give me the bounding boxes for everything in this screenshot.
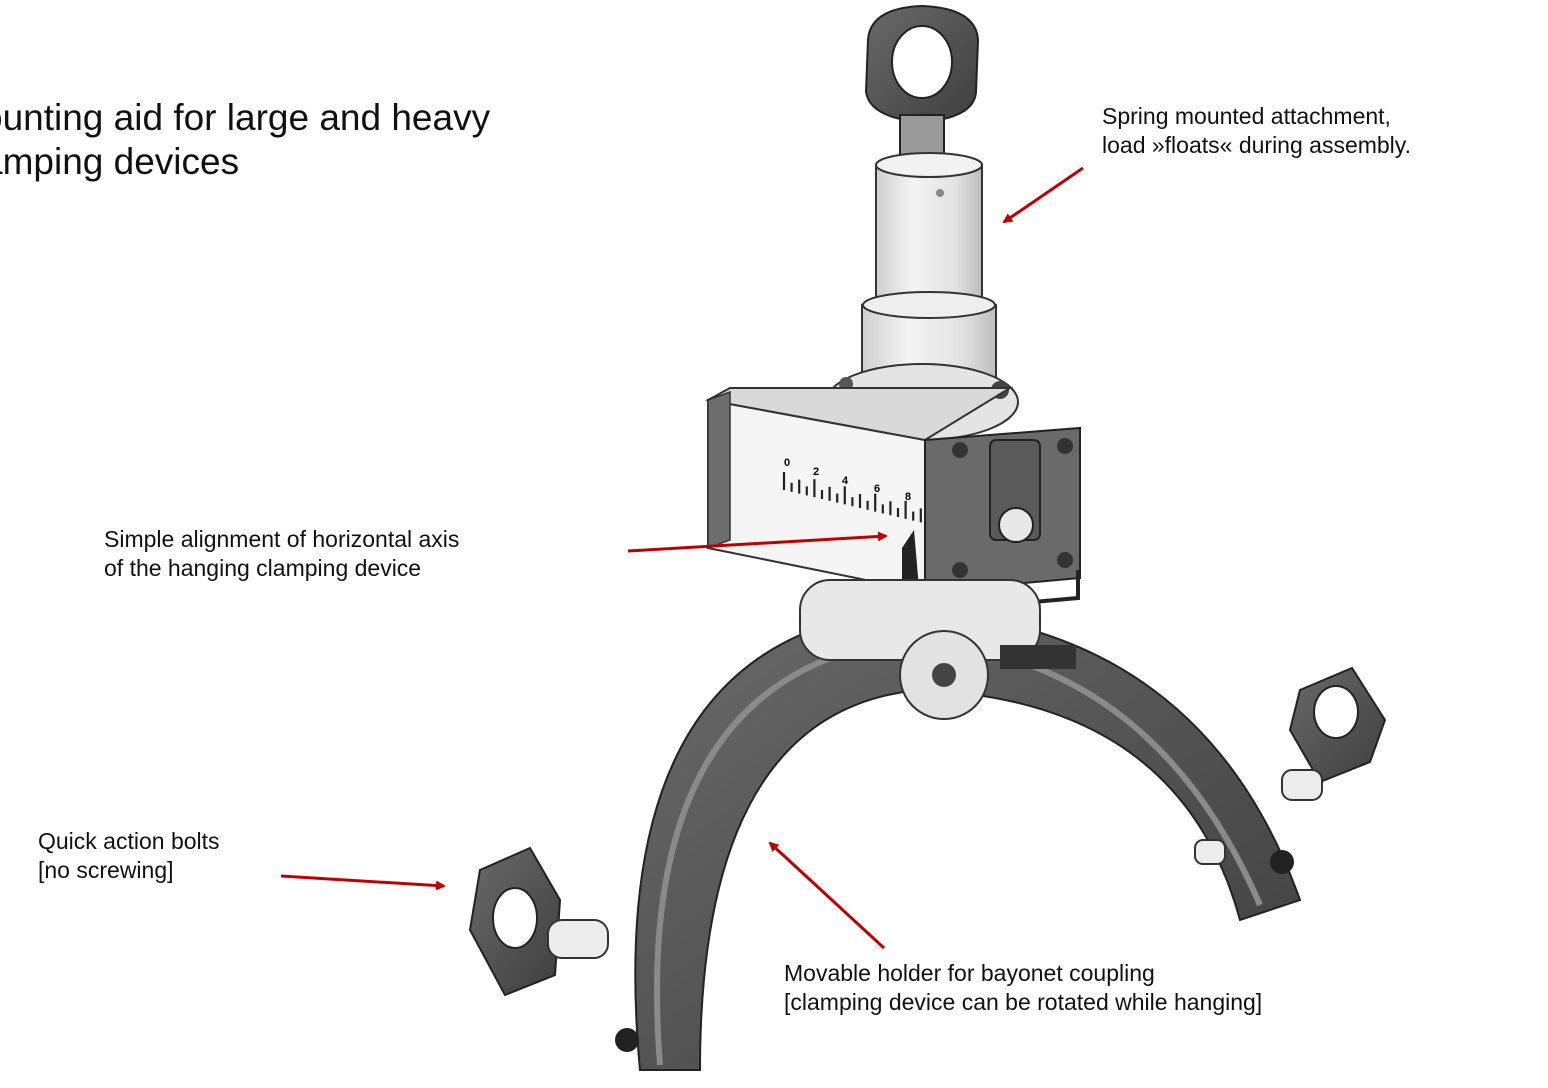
- callout-spring-attachment: Spring mounted attachment, load »floats«…: [1102, 102, 1411, 160]
- scale-label-8: 8: [905, 491, 911, 503]
- callout-alignment-line-1: Simple alignment of horizontal axis: [104, 526, 460, 552]
- callout-spring-line-1: Spring mounted attachment,: [1102, 103, 1391, 129]
- arrow-alignment: [627, 531, 888, 553]
- scale-label-4: 4: [842, 475, 849, 487]
- lifting-eye: [864, 4, 980, 156]
- quick-action-bolt-right: [1194, 666, 1387, 865]
- callout-bolts-line-2: [no screwing]: [38, 857, 174, 883]
- callout-spring-line-2: load »floats« during assembly.: [1102, 132, 1411, 158]
- callout-holder-line-2: [clamping device can be rotated while ha…: [784, 989, 1263, 1015]
- callout-holder-line-1: Movable holder for bayonet coupling: [784, 960, 1155, 986]
- alignment-block: [705, 387, 1081, 594]
- callout-movable-holder: Movable holder for bayonet coupling [cla…: [784, 959, 1262, 1017]
- arrow-bolts: [280, 874, 446, 891]
- title-line-2: amping devices: [0, 141, 240, 182]
- title-line-1: ounting aid for large and heavy: [0, 97, 491, 138]
- callout-alignment: Simple alignment of horizontal axis of t…: [104, 525, 459, 583]
- scale-label-6: 6: [874, 483, 880, 495]
- center-hub: [799, 579, 1076, 720]
- arrow-holder: [768, 841, 886, 950]
- scale-label-2: 2: [813, 466, 819, 478]
- callout-alignment-line-2: of the hanging clamping device: [104, 555, 422, 581]
- quick-action-bolt-left: [468, 846, 609, 997]
- scale-label-0: 0: [784, 457, 790, 469]
- scale-ticks: [782, 472, 922, 523]
- callout-quick-action-bolts: Quick action bolts [no screwing]: [38, 827, 220, 885]
- arrow-spring: [1002, 166, 1084, 224]
- callout-bolts-line-1: Quick action bolts: [38, 828, 220, 854]
- page-title: ounting aid for large and heavy amping d…: [0, 96, 490, 184]
